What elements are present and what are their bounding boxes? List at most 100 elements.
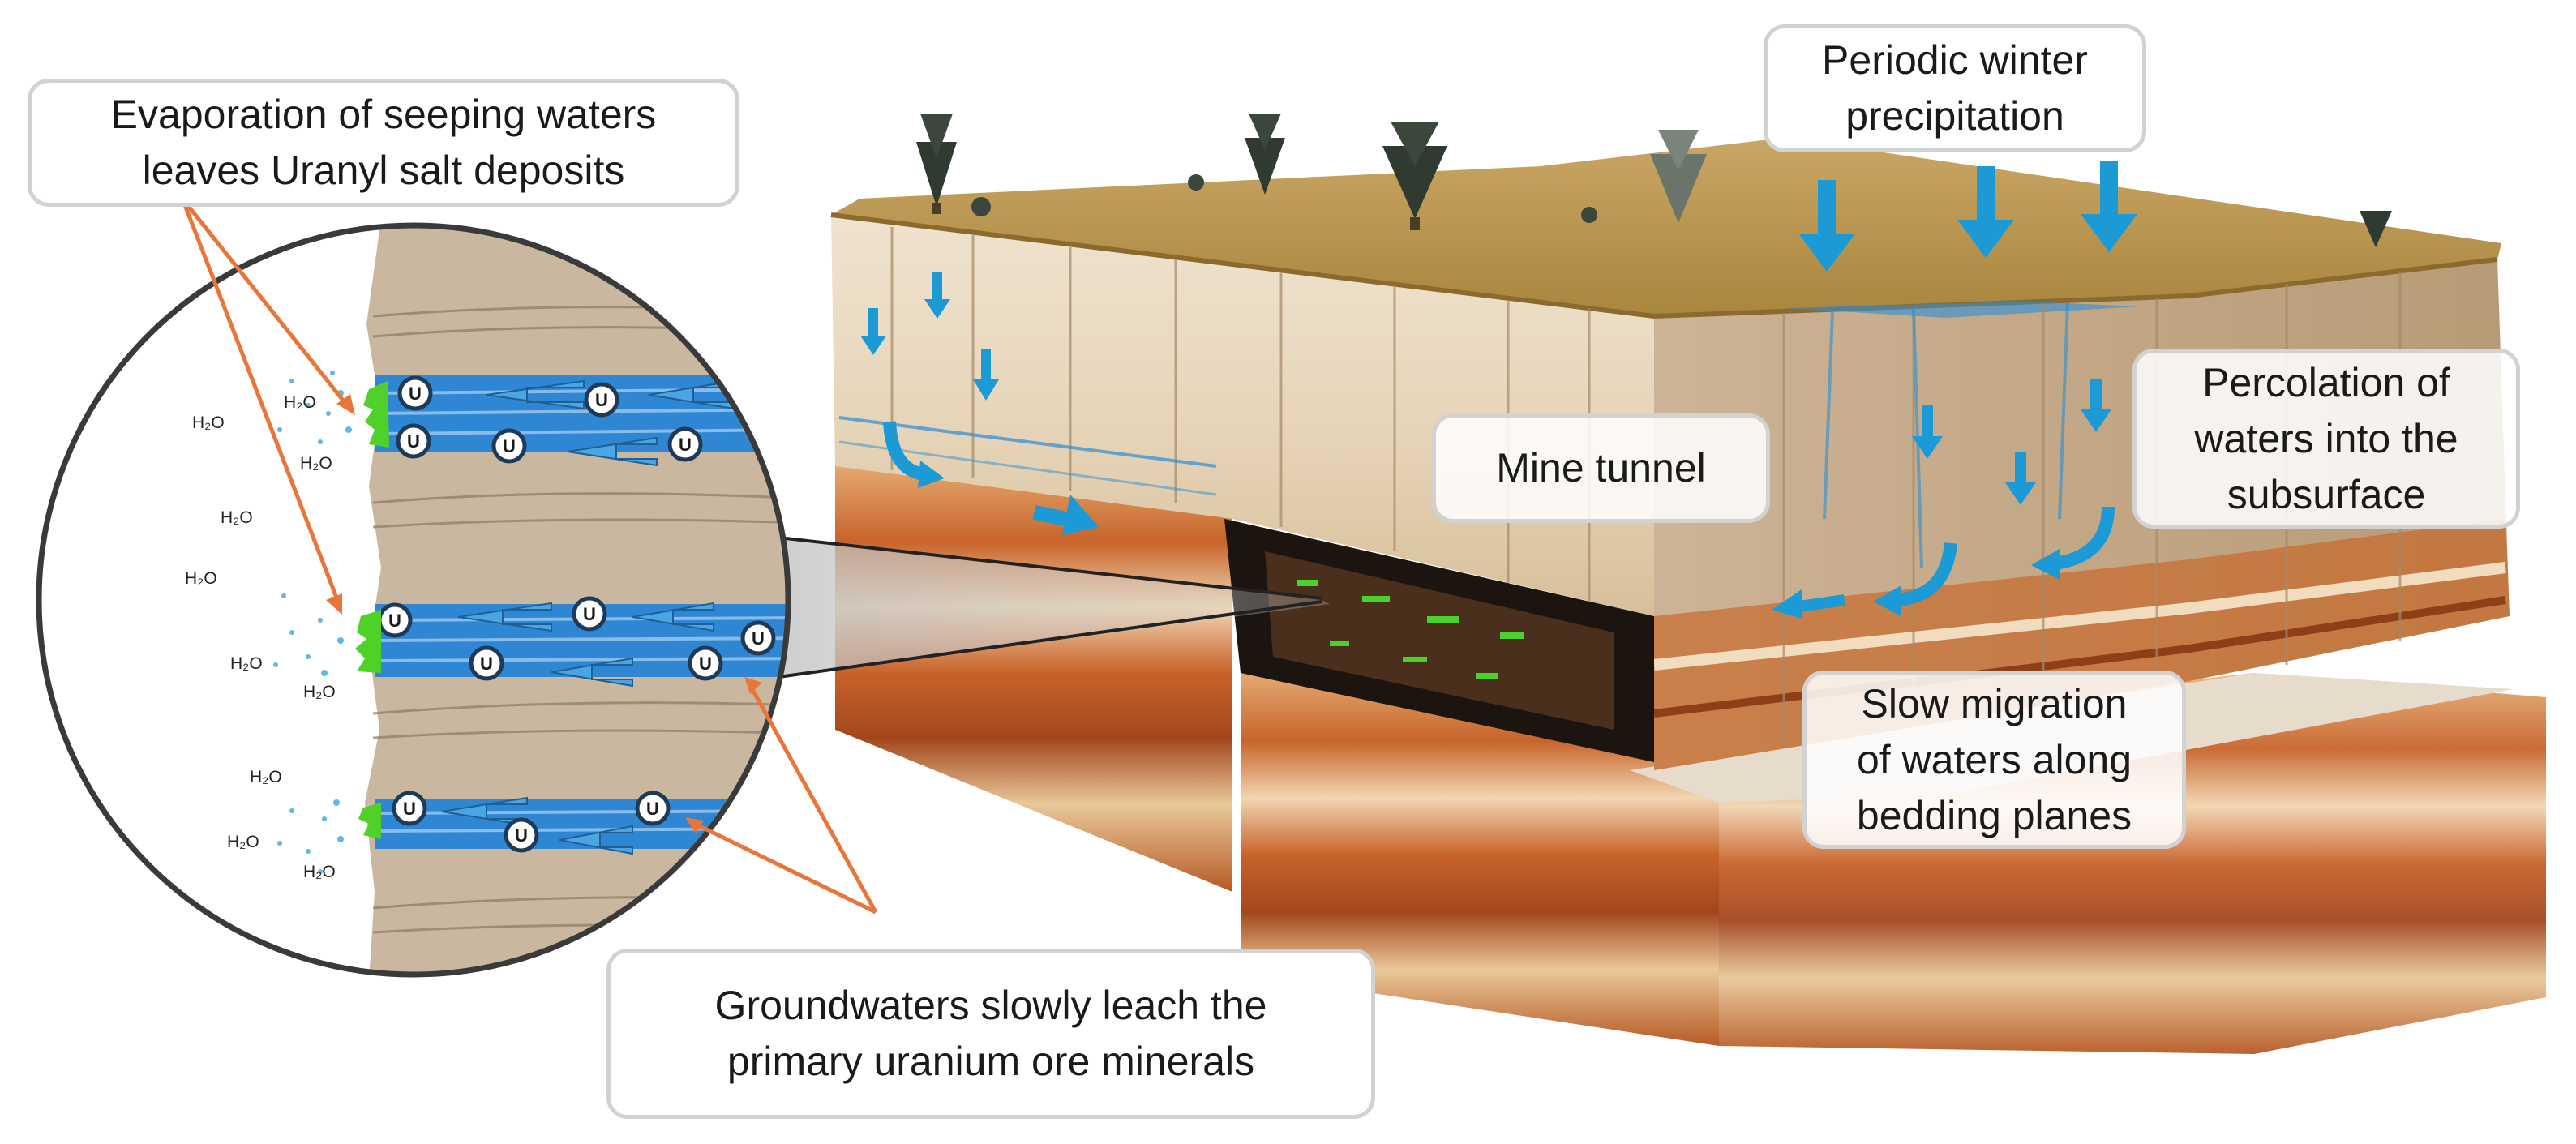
- callout-precipitation: Periodic winter precipitation: [1764, 24, 2146, 152]
- inset-border: [36, 222, 791, 978]
- zoom-line-bottom: [778, 600, 1322, 679]
- h2o-label: H₂O: [300, 454, 332, 473]
- curved-arrow-icon: [2054, 506, 2115, 570]
- callout-mine-tunnel: Mine tunnel: [1432, 413, 1770, 523]
- tunnel-back-wall: [1265, 551, 1614, 730]
- down-arrow-icon: [860, 308, 886, 355]
- flow-arrows: [860, 161, 2137, 619]
- uranium-atom-icon: U: [392, 791, 427, 826]
- left-arrow-icon: [441, 796, 528, 827]
- pine-tree-icon: [1650, 130, 1707, 223]
- callout-evaporation-line2: leaves Uranyl salt deposits: [142, 148, 625, 193]
- h2o-label: H₂O: [192, 413, 225, 432]
- tunnel-uranyl-deposits: [1297, 580, 1524, 679]
- h2o-label: H₂O: [284, 393, 316, 412]
- salt-deposit: [355, 610, 381, 673]
- pine-tree-icon: [1245, 114, 1285, 195]
- svg-text:U: U: [699, 653, 712, 674]
- svg-text:U: U: [515, 825, 528, 846]
- uranium-atom-icon: U: [740, 620, 776, 656]
- svg-text:U: U: [752, 628, 765, 649]
- uranium-atoms: U U U U U U U U U U U U U: [377, 375, 776, 853]
- salt-deposit: [363, 381, 389, 448]
- callout-mine-tunnel-line1: Mine tunnel: [1496, 445, 1706, 491]
- magnified-inset: U U U U U U U U U U U U U: [36, 222, 791, 978]
- down-arrow-icon: [1912, 405, 1943, 459]
- uranium-atom-icon: U: [396, 423, 431, 459]
- callout-percolation-line1: Percolation of: [2202, 359, 2450, 405]
- pine-tree-icon: [2360, 211, 2392, 247]
- left-arrow-icon: [632, 602, 714, 632]
- left-arrow-icon: [486, 379, 585, 410]
- left-arrow-icon: [551, 657, 633, 688]
- down-arrow-icon: [924, 272, 950, 319]
- svg-text:U: U: [503, 436, 516, 456]
- curved-arrow-icon: [1897, 542, 1957, 606]
- shrub-icon: [971, 174, 1597, 223]
- pointer-line: [180, 198, 343, 609]
- callout-percolation: Percolation of waters into the subsurfac…: [2132, 349, 2520, 529]
- callout-migration-line1: Slow migration: [1861, 680, 2128, 726]
- left-arrow-icon: [559, 825, 633, 855]
- water-seam: [838, 416, 1217, 468]
- callout-percolation-line3: subsurface: [2227, 471, 2426, 517]
- svg-text:U: U: [583, 604, 596, 624]
- trees: [916, 114, 2392, 247]
- callout-precipitation-line1: Periodic winter: [1822, 37, 2088, 83]
- h2o-label: H₂O: [303, 683, 336, 701]
- uranium-atom-icon: U: [635, 791, 671, 826]
- h2o-label: H₂O: [250, 768, 282, 786]
- callout-precipitation-line2: precipitation: [1845, 93, 2064, 139]
- uranium-atom-icon: U: [667, 426, 703, 462]
- precipitation-arrow-icon: [1957, 166, 2014, 258]
- left-strata-face: [835, 454, 1232, 892]
- svg-text:U: U: [595, 390, 608, 410]
- svg-text:U: U: [407, 431, 420, 452]
- evaporation-droplets: [273, 371, 352, 874]
- svg-text:U: U: [679, 435, 692, 455]
- curved-flow-arrows: [883, 421, 2115, 606]
- uranyl-salt-deposits: [355, 381, 389, 839]
- uranium-atom-icon: U: [584, 382, 619, 418]
- uranium-atom-icon: U: [688, 645, 723, 681]
- h2o-label: H₂O: [230, 654, 263, 673]
- pine-tree-icon: [1382, 122, 1447, 230]
- callout-groundwaters: Groundwaters slowly leach the primary ur…: [606, 949, 1375, 1119]
- callout-migration-line2: of waters along: [1856, 736, 2132, 782]
- left-arrow-icon: [567, 436, 658, 467]
- uranium-atom-icon: U: [491, 428, 527, 464]
- salt-deposit: [358, 803, 381, 839]
- down-arrow-icon: [2005, 452, 2036, 505]
- curved-arrow-heads: [918, 461, 2060, 616]
- pointer-line: [181, 197, 352, 411]
- zoom-line-top: [778, 536, 1322, 600]
- h2o-label: H₂O: [185, 569, 217, 588]
- callout-groundwaters-line2: primary uranium ore minerals: [727, 1039, 1255, 1084]
- uranium-atom-icon: U: [572, 596, 607, 632]
- pointer-line: [748, 683, 878, 914]
- h2o-label: H₂O: [221, 508, 253, 527]
- left-arrow-icon: [1772, 589, 1845, 619]
- svg-text:U: U: [646, 799, 659, 819]
- wet-ground: [1784, 302, 2141, 318]
- pointer-heads: [326, 394, 762, 833]
- svg-text:U: U: [480, 653, 493, 674]
- callout-evaporation: Evaporation of seeping waters leaves Ura…: [28, 79, 739, 207]
- h2o-label: H₂O: [303, 863, 336, 881]
- h2o-label: H₂O: [227, 833, 259, 851]
- pointer-lines: [180, 197, 878, 915]
- svg-text:U: U: [409, 383, 422, 404]
- uranium-atom-icon: U: [469, 645, 504, 681]
- grass-surface: [831, 138, 2501, 316]
- callout-migration: Slow migration of waters along bedding p…: [1802, 671, 2186, 849]
- water-molecule-labels: H₂O H₂O H₂O H₂O H₂O H₂O H₂O H₂O H₂O H₂O: [185, 393, 336, 881]
- callout-groundwaters-line1: Groundwaters slowly leach the: [714, 983, 1267, 1028]
- zoom-beam: [778, 538, 1330, 677]
- pointer-line: [692, 821, 877, 915]
- callout-migration-line3: bedding planes: [1856, 792, 2132, 838]
- down-arrow-icon: [2081, 379, 2111, 432]
- uranium-atom-icon: U: [504, 817, 539, 853]
- callout-percolation-line2: waters into the: [2194, 415, 2458, 461]
